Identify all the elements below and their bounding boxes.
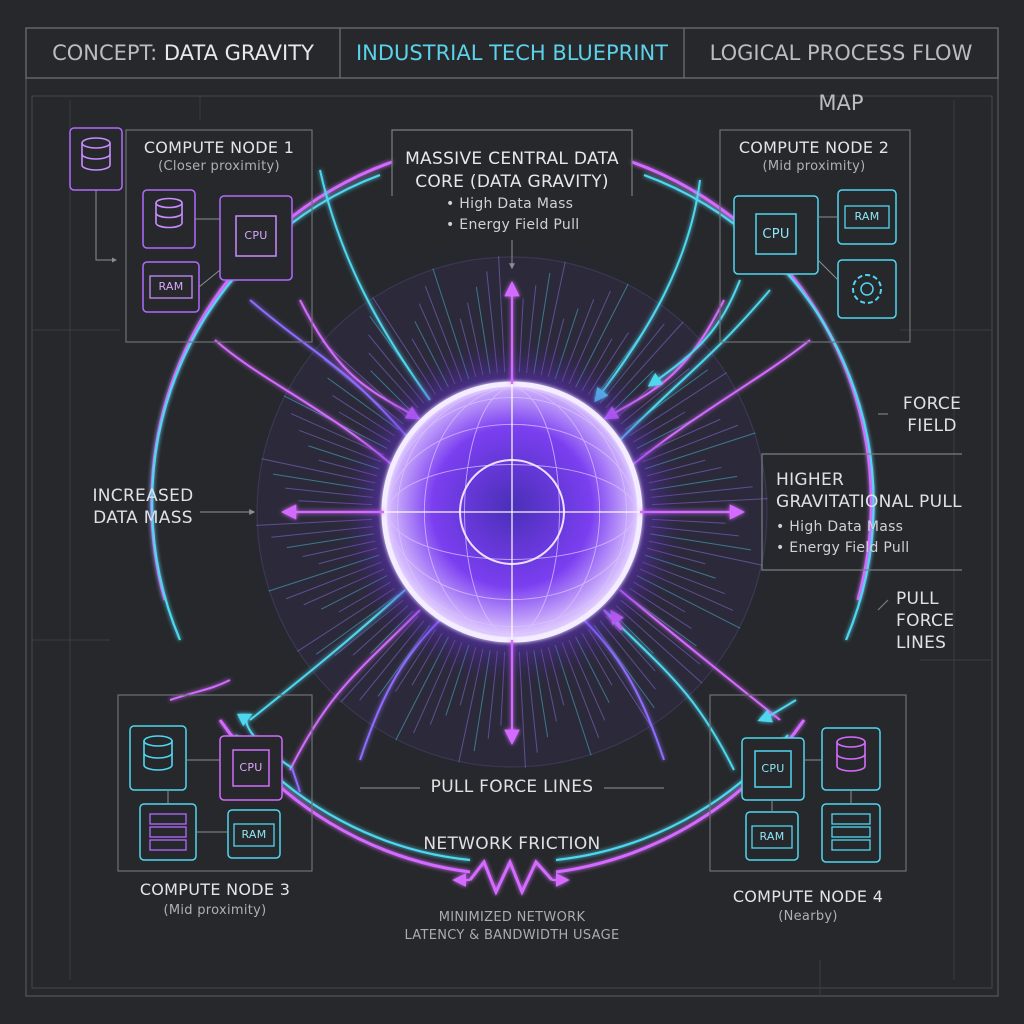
node3-cpu-label: CPU xyxy=(239,761,263,774)
node1-database-glyph xyxy=(81,137,111,171)
core-title-line2: CORE (DATA GRAVITY) xyxy=(415,172,609,192)
node4-subtitle: (Nearby) xyxy=(778,909,838,924)
network-friction-zigzag xyxy=(452,858,570,896)
pull-force-side-line2: FORCE xyxy=(896,611,955,631)
pull-force-lines-label: PULL FORCE LINES xyxy=(430,777,594,797)
node3-title: COMPUTE NODE 3 xyxy=(139,880,291,899)
node4-cpu-icon xyxy=(741,737,805,801)
higher-pull-bullet-2: • Energy Field Pull xyxy=(776,540,910,556)
node3-ram-label: RAM xyxy=(241,828,267,841)
higher-pull-line2: GRAVITATIONAL PULL xyxy=(776,492,962,512)
core-title-line1: MASSIVE CENTRAL DATA xyxy=(405,149,619,169)
node3-server-icon xyxy=(139,803,197,861)
increased-mass-line2: DATA MASS xyxy=(93,508,193,528)
core-expansion-arrows xyxy=(280,280,746,746)
node3-subtitle: (Mid proximity) xyxy=(163,903,267,918)
node4-ram-label: RAM xyxy=(759,830,785,843)
node2-ram-label: RAM xyxy=(854,210,880,223)
node4-server-icon xyxy=(821,803,881,863)
node2-title: COMPUTE NODE 2 xyxy=(738,138,890,157)
increased-mass-line1: INCREASED xyxy=(92,486,194,506)
node2-gear-icon xyxy=(837,259,897,319)
node1-cpu-icon xyxy=(219,195,293,281)
force-field-line1: FORCE xyxy=(902,394,962,414)
node1-subtitle: (Closer proximity) xyxy=(158,159,280,174)
compute-node-4 xyxy=(709,694,907,872)
higher-pull-bullet-1: • High Data Mass xyxy=(776,519,904,535)
force-field-line2: FIELD xyxy=(907,416,957,436)
pull-force-side-line1: PULL xyxy=(896,589,939,609)
network-friction-label: NETWORK FRICTION xyxy=(423,834,601,854)
node3-cpu-icon xyxy=(219,735,283,801)
compute-node-3 xyxy=(117,694,313,872)
node4-cpu-label: CPU xyxy=(761,762,785,775)
core-bullet-1: • High Data Mass xyxy=(446,196,574,212)
node4-title: COMPUTE NODE 4 xyxy=(732,887,884,906)
minimized-line2: LATENCY & BANDWIDTH USAGE xyxy=(404,928,620,943)
header-concept-value: DATA GRAVITY xyxy=(163,41,314,65)
callout-lines xyxy=(200,129,962,789)
core-bullet-2: • Energy Field Pull xyxy=(446,217,580,233)
higher-pull-line1: HIGHER xyxy=(776,470,845,490)
node1-cpu-label: CPU xyxy=(244,229,268,242)
compute-node-2 xyxy=(719,129,911,343)
header-right-title: LOGICAL PROCESS FLOW MAP xyxy=(709,41,973,115)
header-bar xyxy=(25,27,999,79)
node2-subtitle: (Mid proximity) xyxy=(762,159,866,174)
header-concept-prefix: CONCEPT: xyxy=(52,41,158,65)
minimized-line1: MINIMIZED NETWORK xyxy=(438,910,586,925)
pull-force-side-line3: LINES xyxy=(896,633,947,653)
header-concept: CONCEPT: DATA GRAVITY xyxy=(26,28,340,78)
central-data-core xyxy=(337,337,687,687)
node2-cpu-label: CPU xyxy=(762,227,790,242)
header-center-title: INDUSTRIAL TECH BLUEPRINT xyxy=(355,41,669,65)
node2-cpu-icon xyxy=(733,195,819,275)
compute-node-1 xyxy=(69,127,313,343)
node1-title: COMPUTE NODE 1 xyxy=(143,138,295,157)
node1-ram-label: RAM xyxy=(158,280,184,293)
